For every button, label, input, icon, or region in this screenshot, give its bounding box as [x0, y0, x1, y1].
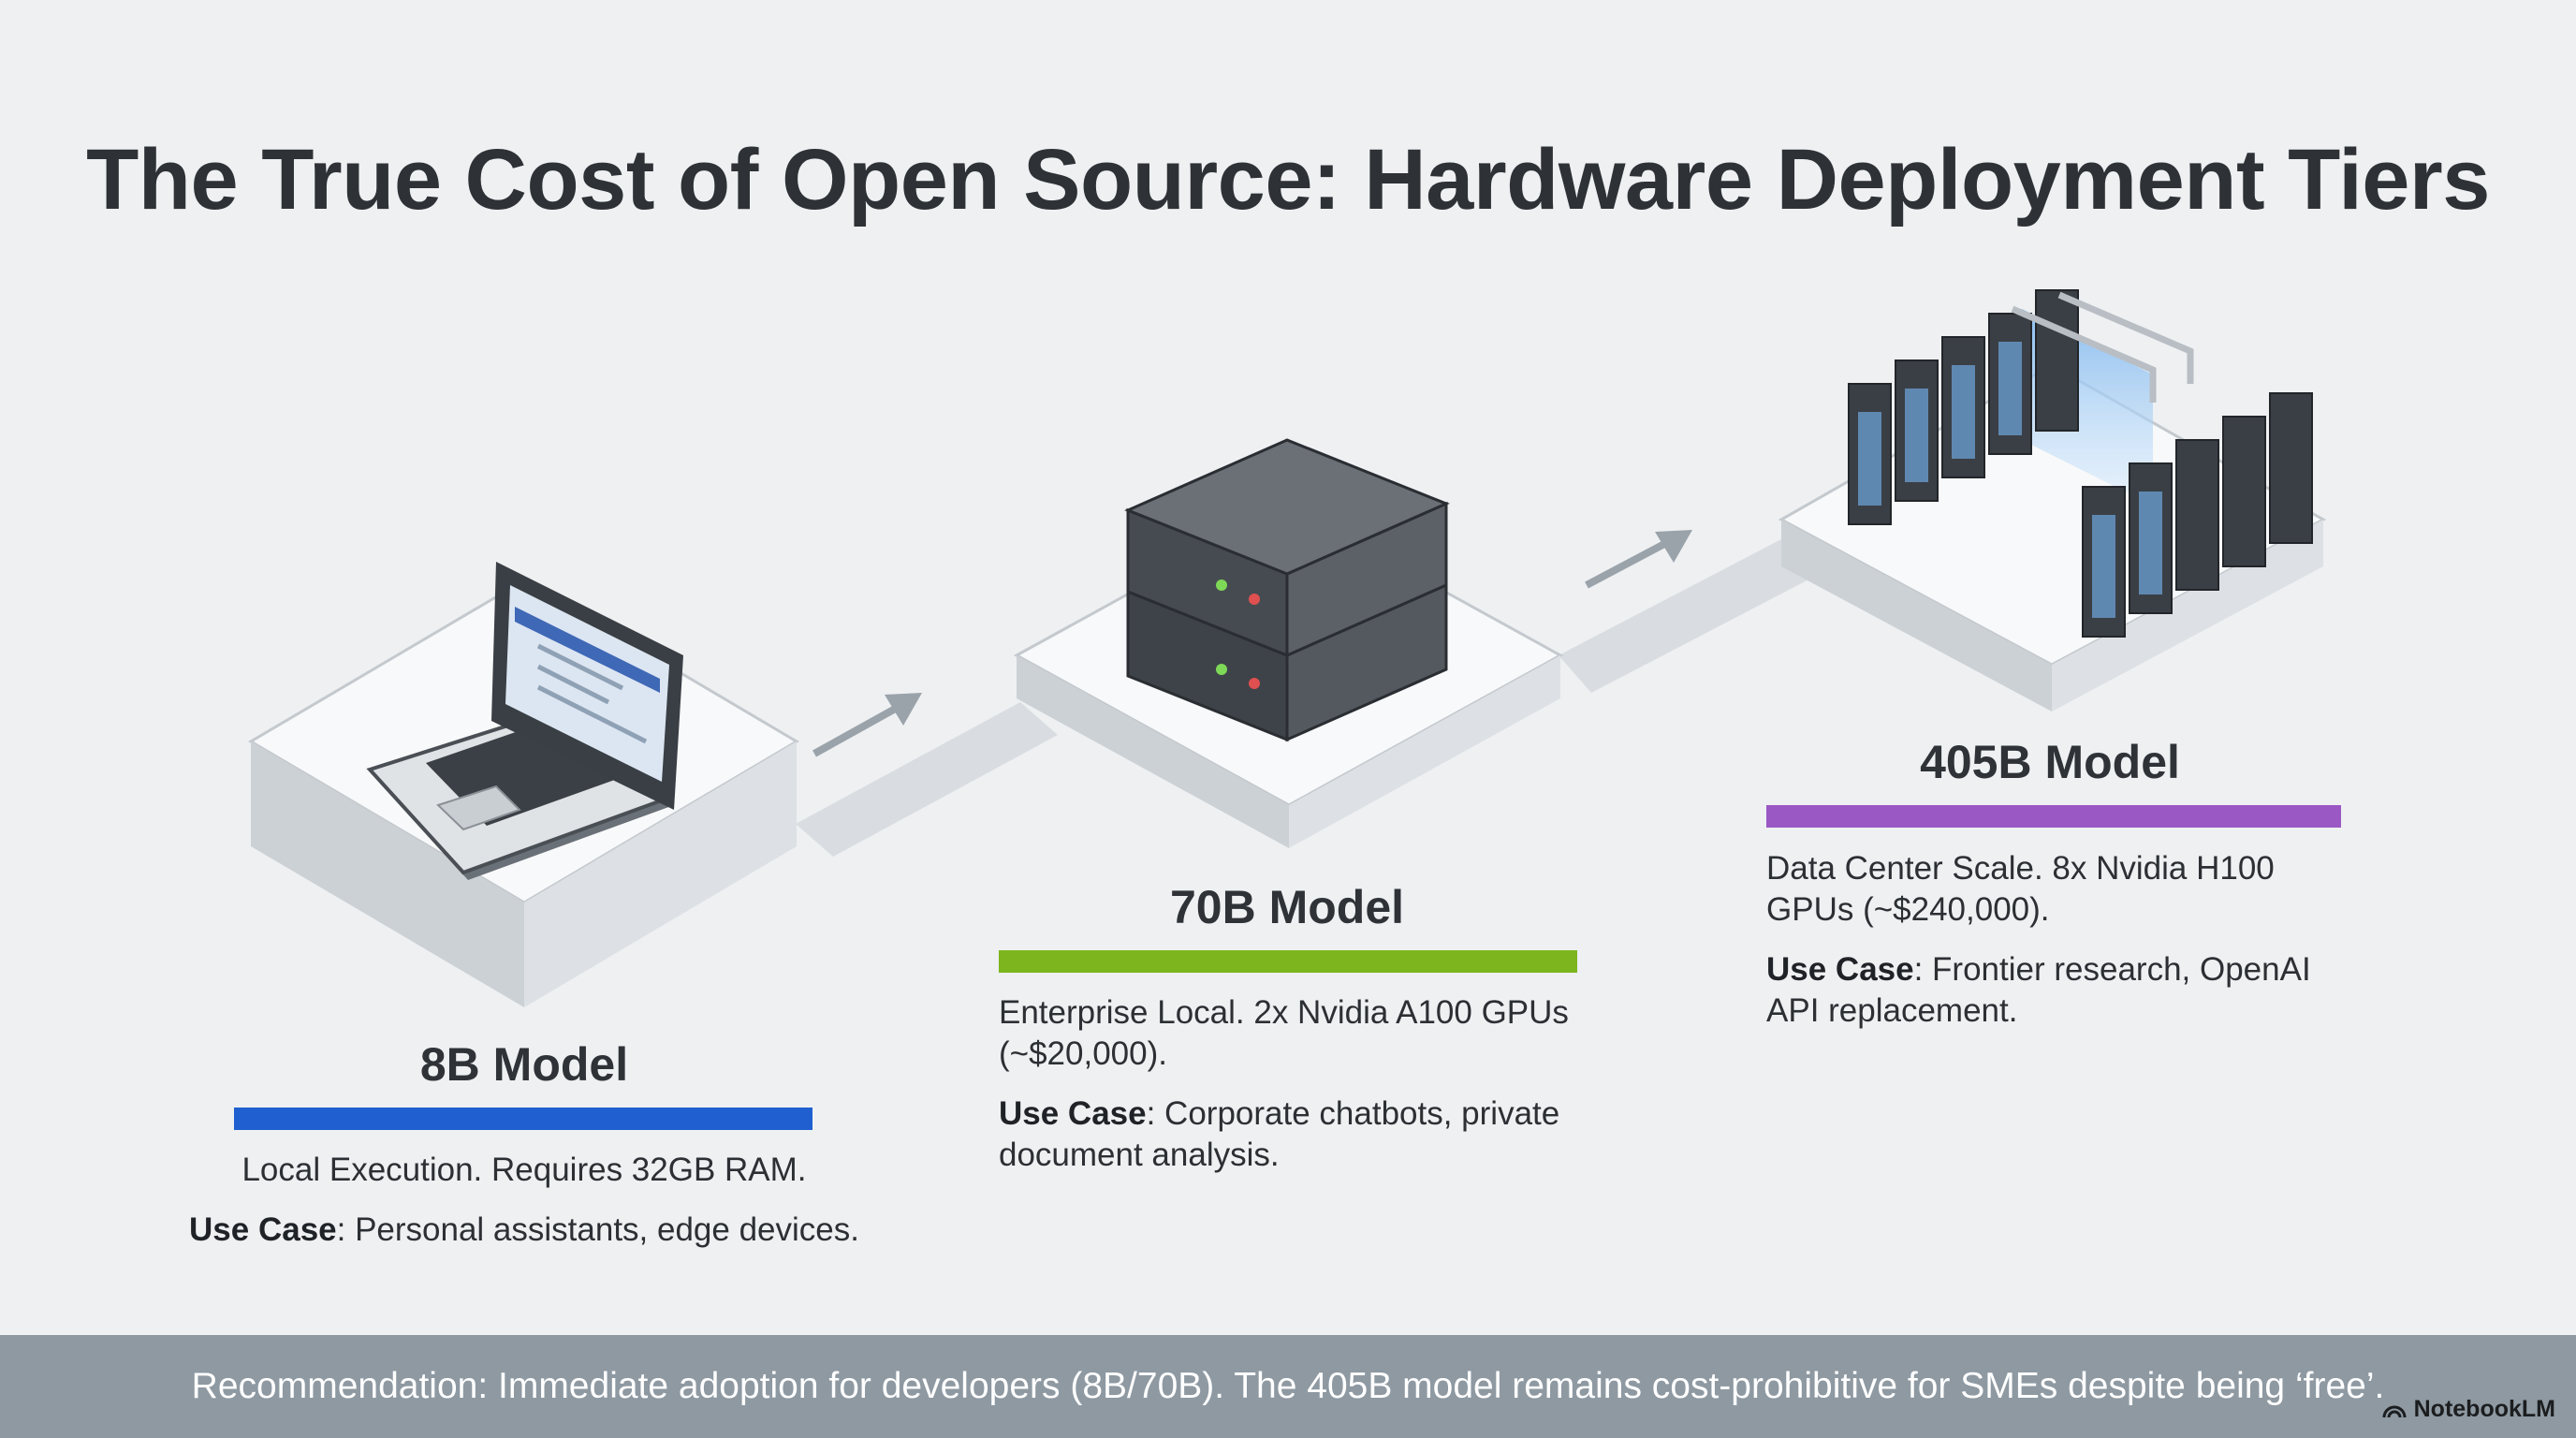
page-title: The True Cost of Open Source: Hardware D… [86, 132, 2490, 227]
recommendation-text: Recommendation: Immediate adoption for d… [191, 1366, 2385, 1406]
recommendation-footer: Recommendation: Immediate adoption for d… [0, 1335, 2576, 1438]
tier-1-name: 8B Model [419, 1038, 629, 1091]
use-case-label: Use Case [999, 1095, 1147, 1132]
use-case-text: : Corporate chatbots, private document a… [999, 1095, 1560, 1173]
tier-3-description-block: Data Center Scale. 8x Nvidia H100 GPUs (… [1766, 848, 2328, 1032]
tier-2-description: Enterprise Local. 2x Nvidia A100 GPUs (~… [999, 994, 1569, 1072]
laptop-icon [366, 562, 683, 880]
tier-1-use-case: Use Case: Personal assistants, edge devi… [173, 1210, 875, 1251]
server-stack-icon [1124, 438, 1450, 742]
tier-3-description: Data Center Scale. 8x Nvidia H100 GPUs (… [1766, 850, 2275, 928]
brand-label: NotebookLM [2413, 1396, 2555, 1422]
use-case-text: : Frontier research, OpenAI API replacem… [1766, 951, 2311, 1029]
tier-3-bar [1766, 805, 2341, 828]
connector-path-2 [1559, 538, 1816, 693]
arrow-icon [1585, 530, 1692, 589]
tier-2-description-block: Enterprise Local. 2x Nvidia A100 GPUs (~… [999, 992, 1598, 1176]
notebooklm-logo-icon [2382, 1405, 2407, 1417]
tier-2-bar [999, 950, 1577, 973]
tier-1-bar [234, 1108, 812, 1130]
tier-2-name: 70B Model [1169, 881, 1405, 933]
arrow-icon [812, 693, 922, 757]
use-case-label: Use Case [189, 1211, 337, 1248]
tier-3-use-case: Use Case: Frontier research, OpenAI API … [1766, 949, 2328, 1032]
data-center-icon [1848, 289, 2313, 638]
use-case-label: Use Case [1766, 951, 1914, 988]
notebooklm-brand: NotebookLM [2382, 1396, 2555, 1423]
tier-1-description: Local Execution. Requires 32GB RAM. [242, 1152, 807, 1188]
tier-2-use-case: Use Case: Corporate chatbots, private do… [999, 1093, 1598, 1176]
tier-3-name: 405B Model [1920, 736, 2180, 788]
tier-illustrations [248, 289, 2327, 1007]
use-case-text: : Personal assistants, edge devices. [336, 1211, 859, 1248]
tier-1-description-block: Local Execution. Requires 32GB RAM. Use … [173, 1150, 875, 1251]
connector-path-1 [796, 702, 1058, 857]
